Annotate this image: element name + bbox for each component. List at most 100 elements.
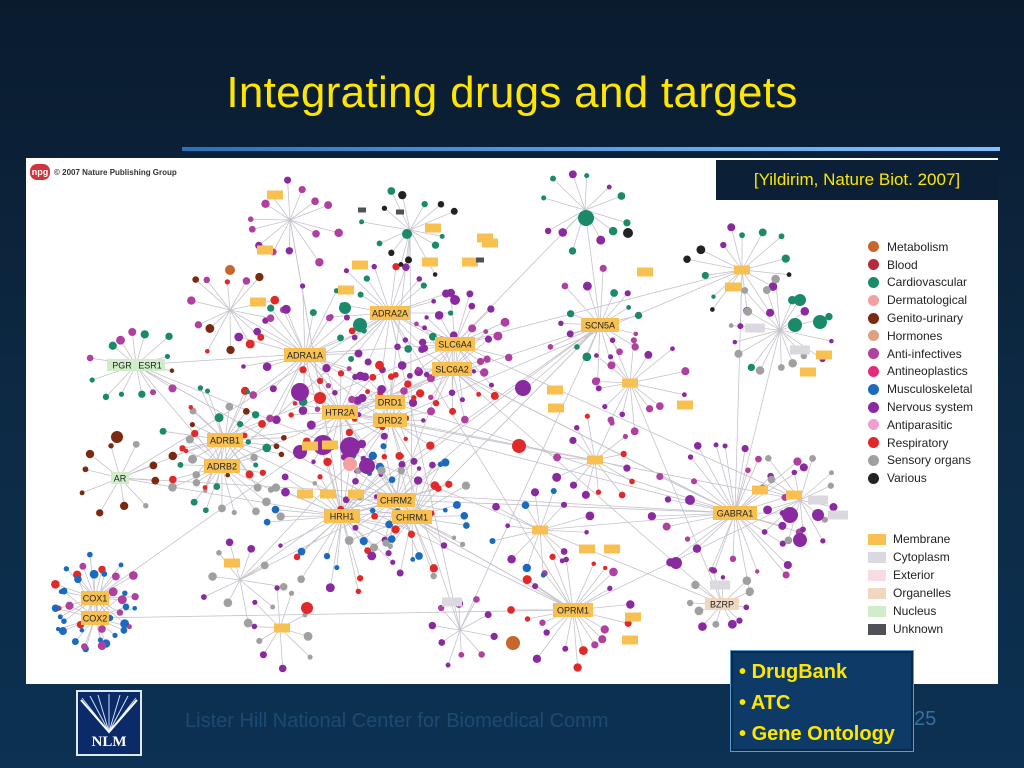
drug-node <box>274 585 280 591</box>
edge <box>252 219 291 230</box>
legend-label: Hormones <box>887 328 943 343</box>
edge <box>401 195 411 231</box>
drug-node <box>626 305 632 310</box>
drug-node <box>440 542 448 549</box>
edge <box>534 492 541 531</box>
edge <box>799 499 824 542</box>
edge <box>744 290 781 331</box>
edge <box>289 200 316 221</box>
drug-node <box>428 394 434 401</box>
legend-category-item: Antiparasitic <box>868 416 973 434</box>
drug-node <box>252 599 258 605</box>
drug-node <box>471 369 477 374</box>
drug-node <box>375 360 384 370</box>
drug-node <box>298 185 306 194</box>
target-label: COX1 <box>83 594 108 604</box>
drug-node <box>829 503 838 512</box>
drug-node <box>323 457 332 467</box>
drug-node <box>314 406 321 412</box>
edge <box>594 459 623 496</box>
drug-node <box>629 478 635 485</box>
drug-node <box>108 587 118 597</box>
drug-node <box>387 535 396 543</box>
drug-node <box>352 477 359 485</box>
drug-node <box>461 481 471 490</box>
drug-node <box>430 481 440 490</box>
edge <box>195 279 231 311</box>
drug-node <box>132 440 140 448</box>
target-node <box>745 323 765 333</box>
drug-node <box>284 176 292 184</box>
legend-label: Antiparasitic <box>887 417 953 432</box>
edge <box>409 229 436 246</box>
edge <box>799 485 832 501</box>
legend-location-item: Exterior <box>868 566 951 584</box>
edge <box>279 627 284 669</box>
drug-node <box>591 641 599 649</box>
drug-node <box>169 368 175 373</box>
edge <box>304 290 337 356</box>
drug-node <box>584 173 590 179</box>
drug-node <box>720 241 727 249</box>
edge <box>339 411 801 501</box>
drug-node <box>312 480 318 486</box>
drug-node <box>446 288 456 298</box>
drug-node <box>468 302 476 310</box>
drug-node <box>734 349 743 358</box>
target-node <box>324 509 360 523</box>
drug-node <box>169 475 177 484</box>
drug-node <box>765 455 772 462</box>
drug-node <box>118 391 125 397</box>
drug-node <box>352 373 359 380</box>
drug-node <box>813 315 827 329</box>
drug-node <box>782 507 798 523</box>
edge <box>119 477 343 517</box>
drug-node <box>634 311 643 320</box>
edge <box>710 512 736 570</box>
target-node <box>267 190 283 200</box>
target-label: PGR <box>112 361 132 371</box>
edge <box>584 195 622 211</box>
drug-node <box>690 478 698 485</box>
edge <box>272 219 291 253</box>
drug-node <box>325 382 332 389</box>
legend-label: Dermatological <box>887 293 968 308</box>
drug-node <box>418 338 427 347</box>
edge <box>250 218 291 221</box>
drug-node <box>270 604 276 610</box>
edge <box>799 458 813 501</box>
drug-node <box>385 550 392 557</box>
drug-node <box>359 458 375 474</box>
drug-node <box>262 443 272 453</box>
drug-node <box>685 495 695 505</box>
edge <box>612 340 631 384</box>
legend-category-item: Musculoskeletal <box>868 380 973 398</box>
drug-node <box>132 605 138 611</box>
drug-node <box>122 590 128 596</box>
drug-node <box>82 466 89 473</box>
edge <box>565 559 574 611</box>
drug-node <box>821 516 828 523</box>
edge <box>715 444 736 514</box>
drug-node <box>259 469 266 476</box>
drug-node <box>430 572 437 580</box>
drug-node <box>400 387 408 395</box>
edge <box>690 456 736 514</box>
drug-node <box>251 623 258 630</box>
drug-node <box>578 210 594 226</box>
drug-node <box>755 455 762 463</box>
drug-node <box>447 310 454 316</box>
legend-label: Blood <box>887 257 918 272</box>
drug-node <box>410 557 416 562</box>
drug-node <box>214 413 224 422</box>
drug-node <box>315 258 324 267</box>
network-graph: ADRA2AADRA1ASLC6A4SLC6A2SCN5ADRD1DRD2HTR… <box>51 170 848 673</box>
drug-node <box>343 457 357 471</box>
drug-node <box>809 454 816 462</box>
drug-node <box>701 271 709 280</box>
target-label: CHRM2 <box>380 496 412 506</box>
drug-node <box>624 290 631 297</box>
edge <box>441 629 461 643</box>
drug-node <box>89 377 95 383</box>
edge <box>224 439 258 488</box>
